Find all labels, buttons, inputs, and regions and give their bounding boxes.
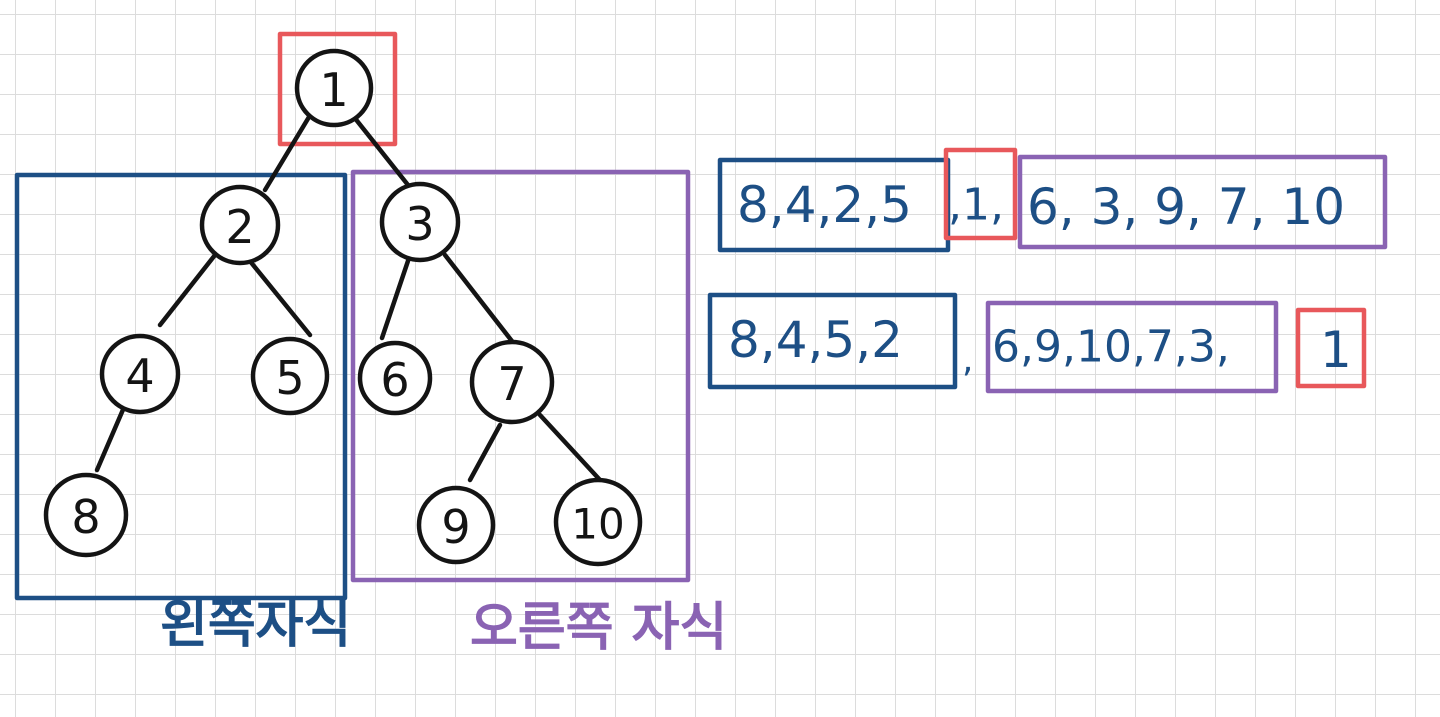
postorder-root-text: 1 — [1320, 321, 1352, 379]
root-frame — [277, 31, 398, 147]
node-label: 2 — [225, 200, 254, 254]
tree-node-7: 7 — [469, 339, 555, 425]
tree-node-9: 9 — [416, 485, 496, 565]
tree-edges — [94, 109, 603, 483]
node-label: 1 — [319, 63, 348, 117]
tree-node-8: 8 — [43, 472, 129, 558]
edge-7-9 — [467, 422, 503, 483]
node-label: 5 — [275, 351, 304, 405]
tree-node-3: 3 — [379, 181, 461, 263]
inorder-root-text: ,1, — [948, 180, 1004, 231]
postorder-sequence: 8,4,5,2 , 6,9,10,7,3, 1 — [707, 292, 1367, 394]
postorder-left-box — [707, 292, 958, 390]
node-label: 6 — [380, 353, 409, 407]
edge-1-3 — [347, 109, 411, 188]
left-subtree-frame — [14, 172, 348, 601]
edge-3-7 — [442, 252, 518, 348]
node-label: 9 — [441, 500, 470, 554]
left-subtree-label: 왼쪽자식 — [160, 595, 351, 655]
tree-node-6: 6 — [357, 340, 433, 416]
right-subtree-label: 오른쪽 자식 — [470, 598, 727, 658]
postorder-right-text: 6,9,10,7,3, — [992, 322, 1230, 373]
edge-7-10 — [537, 412, 603, 483]
edge-1-2 — [262, 109, 315, 193]
tree-node-2: 2 — [199, 184, 281, 266]
inorder-sequence: 8,4,2,5 ,1, 6, 3, 9, 7, 10 — [717, 147, 1388, 253]
inorder-root-box — [943, 147, 1018, 241]
node-label: 7 — [497, 357, 526, 411]
tree-node-1: 1 — [294, 48, 374, 128]
node-label: 8 — [71, 490, 100, 544]
edge-2-4 — [157, 252, 218, 328]
node-label: 10 — [571, 500, 624, 549]
right-subtree-frame — [350, 169, 691, 583]
edge-3-6 — [379, 252, 413, 341]
edge-4-8 — [94, 402, 128, 473]
tree-node-10: 10 — [553, 477, 643, 567]
postorder-left-text: 8,4,5,2 — [728, 311, 903, 369]
postorder-root-box — [1295, 307, 1367, 389]
node-label: 3 — [405, 197, 434, 251]
tree-node-4: 4 — [99, 333, 181, 415]
postorder-right-box — [985, 300, 1279, 394]
inorder-right-text: 6, 3, 9, 7, 10 — [1027, 178, 1345, 236]
inorder-left-text: 8,4,2,5 — [737, 176, 912, 234]
edge-2-5 — [242, 252, 313, 338]
inorder-right-box — [1017, 154, 1388, 250]
tree-node-5: 5 — [250, 336, 330, 416]
postorder-separator: , — [962, 340, 973, 381]
node-label: 4 — [125, 349, 154, 403]
